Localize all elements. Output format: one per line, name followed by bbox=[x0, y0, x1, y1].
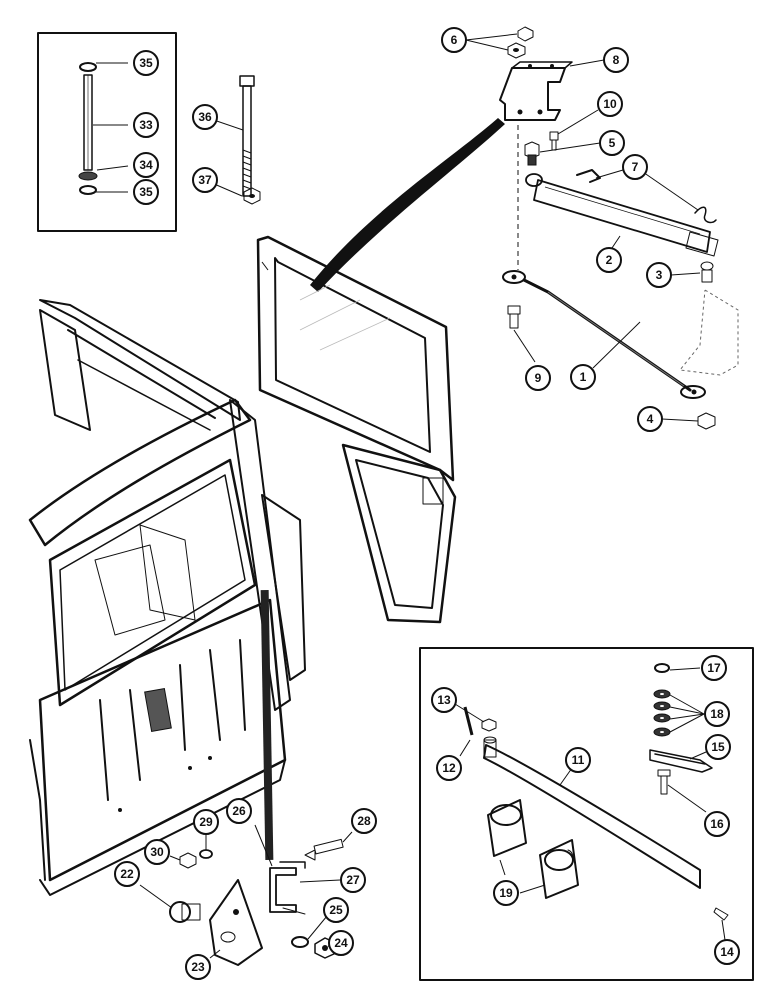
callout-2: 2 bbox=[596, 247, 622, 273]
callout-27: 27 bbox=[340, 867, 366, 893]
svg-text:13: 13 bbox=[437, 693, 451, 707]
callout-24: 24 bbox=[328, 930, 354, 956]
svg-text:30: 30 bbox=[150, 845, 164, 859]
svg-text:22: 22 bbox=[120, 867, 134, 881]
svg-text:35: 35 bbox=[139, 56, 153, 70]
svg-text:2: 2 bbox=[606, 253, 613, 267]
callout-5: 5 bbox=[599, 130, 625, 156]
callout-16: 16 bbox=[704, 811, 730, 837]
callout-33: 33 bbox=[133, 112, 159, 138]
callout-28: 28 bbox=[351, 808, 377, 834]
svg-text:1: 1 bbox=[580, 370, 587, 384]
svg-text:19: 19 bbox=[499, 886, 513, 900]
svg-text:15: 15 bbox=[711, 740, 725, 754]
door-frame bbox=[256, 118, 505, 624]
callout-14: 14 bbox=[714, 939, 740, 965]
svg-text:36: 36 bbox=[198, 110, 212, 124]
callout-35-top: 35 bbox=[133, 50, 159, 76]
callout-labels: 35 33 34 35 36 37 6 8 10 5 7 2 3 9 1 4 1… bbox=[114, 27, 740, 980]
bolt-and-nut bbox=[204, 75, 261, 205]
callout-29: 29 bbox=[193, 809, 219, 835]
callout-8: 8 bbox=[603, 47, 629, 73]
callout-9: 9 bbox=[525, 365, 551, 391]
svg-text:34: 34 bbox=[139, 158, 153, 172]
callout-6: 6 bbox=[441, 27, 467, 53]
svg-text:18: 18 bbox=[710, 707, 724, 721]
callout-11: 11 bbox=[565, 747, 591, 773]
callout-34: 34 bbox=[133, 152, 159, 178]
callout-18: 18 bbox=[704, 701, 730, 727]
callout-19: 19 bbox=[493, 880, 519, 906]
svg-text:35: 35 bbox=[139, 185, 153, 199]
svg-text:29: 29 bbox=[199, 815, 213, 829]
callout-36: 36 bbox=[192, 104, 218, 130]
svg-text:26: 26 bbox=[232, 804, 246, 818]
svg-text:12: 12 bbox=[442, 761, 456, 775]
cab-structure bbox=[28, 299, 306, 896]
svg-text:24: 24 bbox=[334, 936, 348, 950]
svg-text:11: 11 bbox=[572, 753, 585, 767]
callout-35-bottom: 35 bbox=[133, 179, 159, 205]
svg-text:14: 14 bbox=[720, 945, 734, 959]
svg-text:17: 17 bbox=[707, 661, 721, 675]
callout-12: 12 bbox=[436, 755, 462, 781]
svg-text:9: 9 bbox=[535, 371, 542, 385]
callout-13: 13 bbox=[431, 687, 457, 713]
callout-30: 30 bbox=[144, 839, 170, 865]
svg-text:8: 8 bbox=[613, 53, 620, 67]
svg-text:16: 16 bbox=[710, 817, 724, 831]
callout-37: 37 bbox=[192, 167, 218, 193]
svg-text:3: 3 bbox=[656, 268, 663, 282]
callout-25: 25 bbox=[323, 897, 349, 923]
svg-text:33: 33 bbox=[139, 118, 153, 132]
svg-text:4: 4 bbox=[647, 412, 654, 426]
svg-text:7: 7 bbox=[632, 160, 639, 174]
inset-box-rod-assembly bbox=[37, 32, 177, 232]
strut-assembly bbox=[465, 26, 739, 430]
callout-15: 15 bbox=[705, 734, 731, 760]
svg-text:5: 5 bbox=[609, 136, 616, 150]
svg-text:23: 23 bbox=[191, 960, 205, 974]
latch-parts bbox=[139, 824, 353, 966]
callout-23: 23 bbox=[185, 954, 211, 980]
callout-26: 26 bbox=[226, 798, 252, 824]
callout-7: 7 bbox=[622, 154, 648, 180]
callout-17: 17 bbox=[701, 655, 727, 681]
callout-4: 4 bbox=[637, 406, 663, 432]
callout-1: 1 bbox=[570, 364, 596, 390]
callout-10: 10 bbox=[597, 91, 623, 117]
callout-22: 22 bbox=[114, 861, 140, 887]
svg-text:10: 10 bbox=[603, 97, 617, 111]
svg-text:25: 25 bbox=[329, 903, 343, 917]
svg-text:6: 6 bbox=[451, 33, 458, 47]
svg-text:27: 27 bbox=[346, 873, 360, 887]
svg-text:28: 28 bbox=[357, 814, 371, 828]
svg-text:37: 37 bbox=[198, 173, 212, 187]
inset-box-handle-assembly bbox=[419, 647, 754, 981]
callout-3: 3 bbox=[646, 262, 672, 288]
